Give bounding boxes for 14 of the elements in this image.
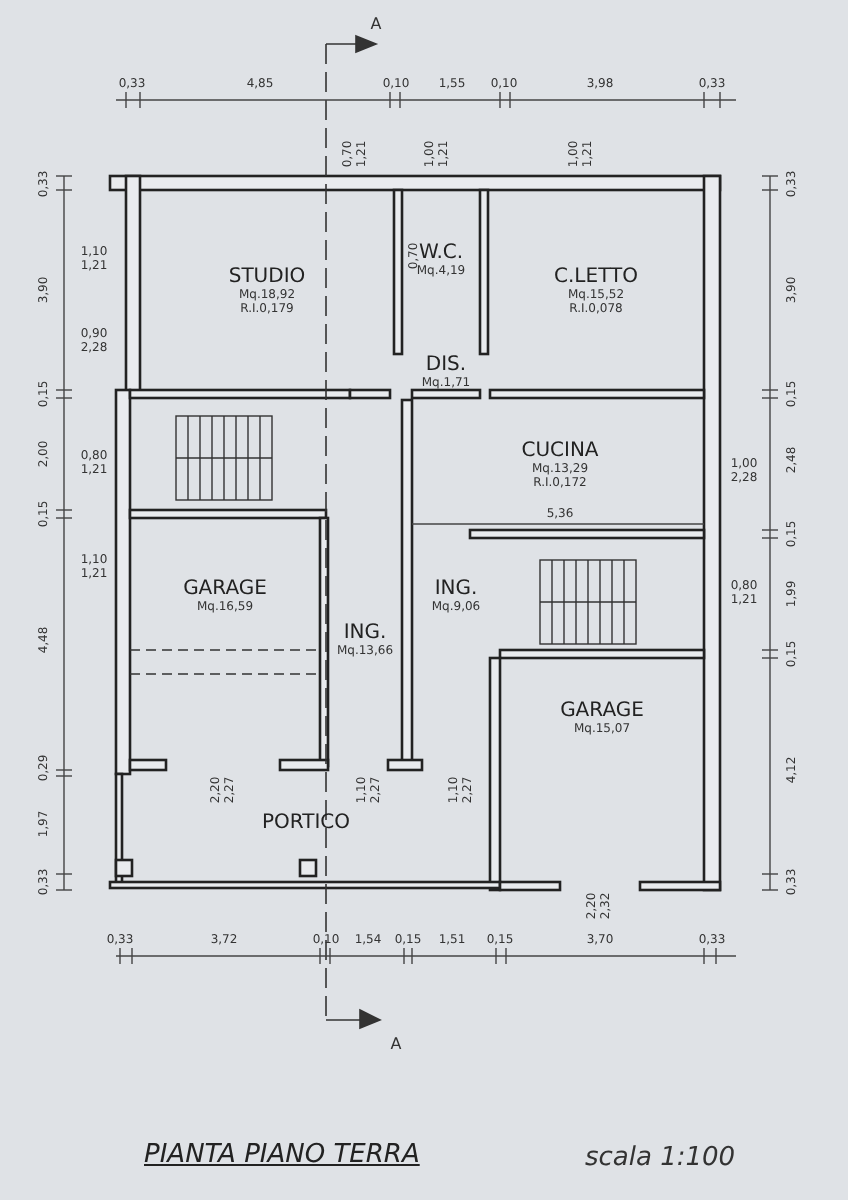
room-name: GARAGE (183, 578, 267, 600)
section-mark: A (390, 1035, 402, 1053)
room-name: GARAGE (560, 700, 644, 722)
plan-title: PIANTA PIANO TERRA (144, 1140, 420, 1170)
room-name: W.C. (418, 242, 464, 264)
room-name: ING. (434, 577, 478, 599)
room-name: DIS. (425, 354, 467, 376)
room-name: ING. (343, 621, 387, 643)
room-name: C.LETTO (554, 265, 638, 287)
room-name: PORTICO (261, 811, 351, 833)
room-name: CUCINA (521, 439, 599, 461)
room-name: STUDIO (228, 265, 306, 287)
section-mark: A (370, 15, 382, 33)
scale-note: scala 1:100 (584, 1143, 736, 1173)
